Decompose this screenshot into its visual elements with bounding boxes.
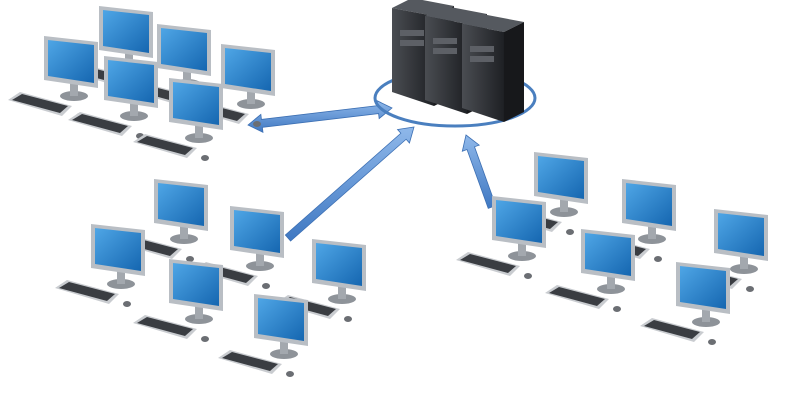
screen bbox=[161, 28, 207, 71]
screen bbox=[585, 233, 631, 276]
desktop-computer-icon bbox=[68, 56, 158, 139]
mouse-icon bbox=[262, 283, 270, 289]
screen bbox=[108, 60, 154, 103]
desktop-computer-icon bbox=[55, 224, 145, 307]
server-tower-icon bbox=[462, 14, 524, 122]
mouse-icon bbox=[123, 301, 131, 307]
screen bbox=[258, 298, 304, 341]
mouse-icon bbox=[566, 229, 574, 235]
screen bbox=[48, 40, 94, 83]
screen bbox=[496, 200, 542, 243]
mouse-icon bbox=[654, 256, 662, 262]
mouse-icon bbox=[201, 155, 209, 161]
desktop-computer-icon bbox=[640, 262, 730, 345]
mouse-icon bbox=[613, 306, 621, 312]
desktop-computer-icon bbox=[8, 36, 98, 119]
mouse-icon bbox=[286, 371, 294, 377]
desktop-computer-icon bbox=[456, 196, 546, 279]
screen bbox=[538, 156, 584, 199]
connection-arrows bbox=[247, 100, 497, 242]
screen bbox=[316, 243, 362, 286]
arrow-icon bbox=[461, 134, 497, 209]
desktop-computer-icon bbox=[545, 229, 635, 312]
mouse-icon bbox=[186, 256, 194, 262]
arrow-icon bbox=[247, 100, 393, 133]
desktop-computer-icon bbox=[185, 44, 275, 127]
server-cluster bbox=[373, 0, 537, 128]
desktop-computer-icon bbox=[218, 294, 308, 377]
screen bbox=[173, 263, 219, 306]
screen bbox=[173, 82, 219, 125]
workstations bbox=[8, 6, 768, 377]
screen bbox=[95, 228, 141, 271]
arrow-icon bbox=[284, 126, 415, 242]
mouse-icon bbox=[253, 121, 261, 127]
screen bbox=[158, 183, 204, 226]
screen bbox=[626, 183, 672, 226]
screen bbox=[680, 266, 726, 309]
mouse-icon bbox=[201, 336, 209, 342]
mouse-icon bbox=[344, 316, 352, 322]
desktop-computer-icon bbox=[133, 259, 223, 342]
screen bbox=[103, 10, 149, 53]
mouse-icon bbox=[524, 273, 532, 279]
mouse-icon bbox=[746, 286, 754, 292]
screen bbox=[225, 48, 271, 91]
screen bbox=[234, 210, 280, 253]
screen bbox=[718, 213, 764, 256]
desktop-computer-icon bbox=[133, 78, 223, 161]
mouse-icon bbox=[708, 339, 716, 345]
